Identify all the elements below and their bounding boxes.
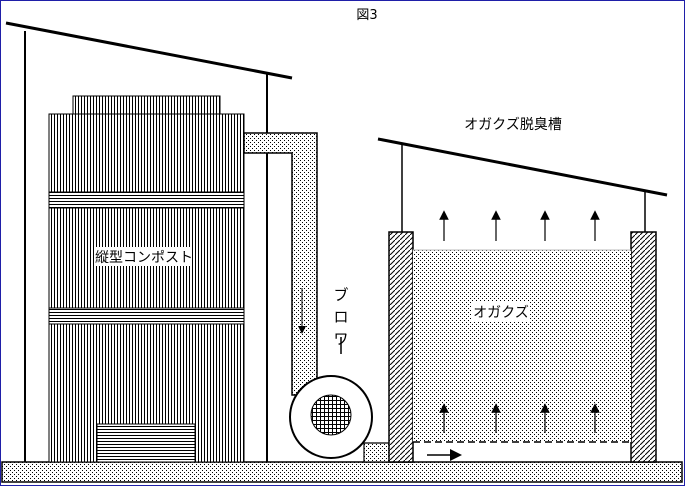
blower-label-char-1: ブ <box>333 286 348 304</box>
exhaust-duct <box>243 132 318 396</box>
sawdust-label-backdrop <box>472 302 530 321</box>
blower-label-char-2: ロ <box>333 308 348 326</box>
figure-title: 図3 <box>356 8 377 23</box>
ground-slab <box>1 461 683 483</box>
blower <box>289 375 373 459</box>
tank-inner-arrows <box>439 403 600 433</box>
compost-band-1 <box>48 191 245 209</box>
vertical-compost-tower: 縦型コンポスト <box>48 95 245 463</box>
sawdust-label: オガクズ <box>473 305 529 321</box>
tank-right-wall <box>630 231 657 463</box>
compost-label: 縦型コンポスト <box>95 250 193 266</box>
compost-band-2 <box>48 307 245 325</box>
tank-exhaust-arrows <box>439 210 600 241</box>
sawdust-bed <box>413 250 631 442</box>
tank-label: オガクズ脱臭槽 <box>464 117 562 133</box>
deodorizing-tank-building: オガクズ脱臭槽 <box>377 117 668 232</box>
blower-label: ブ ロ ワ <box>333 286 349 354</box>
sawdust-tank: オガクズ <box>388 231 657 463</box>
tank-left-wall <box>388 231 414 463</box>
compost-top-section <box>72 95 221 115</box>
compost-label-backdrop <box>94 247 192 266</box>
compost-upper-section <box>48 113 245 193</box>
compost-building-roof <box>5 21 293 80</box>
tank-roof <box>377 137 668 197</box>
blower-fan <box>310 394 352 436</box>
compost-outlet-hatch <box>96 423 196 463</box>
